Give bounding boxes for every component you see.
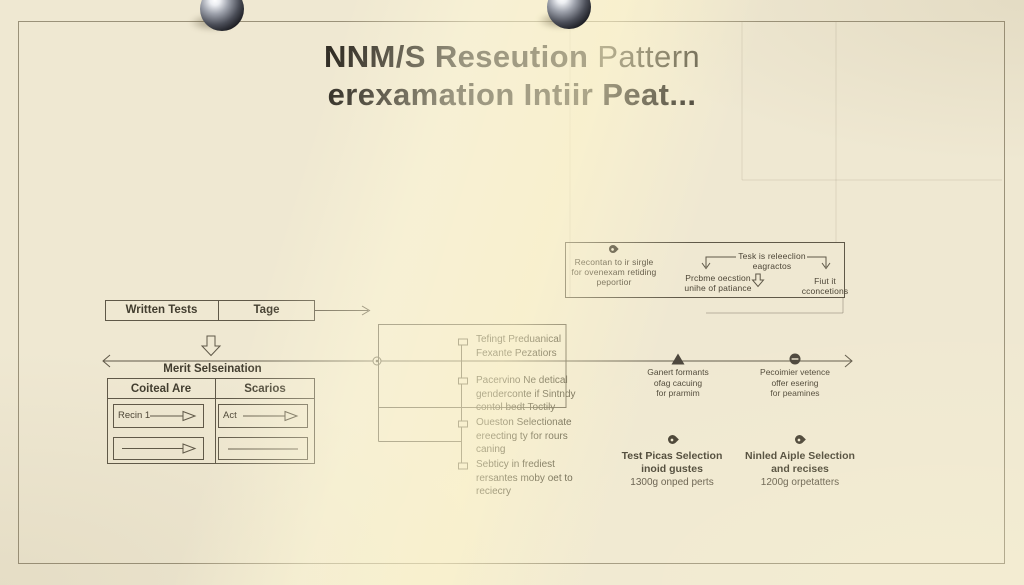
- bottom-note-1-line3: 1300g onped perts: [630, 477, 714, 488]
- title-light: Pattern: [597, 39, 701, 74]
- cell-written-tests: Written Tests: [125, 304, 198, 316]
- checklist-item-4: Sebticy in frediest rersantes moby oet t…: [476, 459, 573, 497]
- bottom-note-2-line3: 1200g orpetatters: [760, 477, 840, 488]
- bottom-note-2-line2: and recises: [771, 463, 829, 475]
- cell-tage: Tage: [253, 304, 280, 316]
- page-title: NNM/S Reseution Pattern erexamation Inti…: [112, 38, 912, 114]
- bottom-note-1-line1: Test Picas Selection: [621, 450, 723, 462]
- title-line-2: erexamation Intiir Peat...: [327, 77, 697, 112]
- table-row1-right-label: Act: [223, 410, 237, 421]
- timeline-label-2: Pecoimier vetence offer esering for peam…: [760, 367, 830, 398]
- bottom-note-2-line1: Ninled Aiple Selection: [745, 450, 855, 462]
- checklist-tick-2: [458, 377, 468, 385]
- title-strong: NNM/S Reseution: [323, 39, 589, 74]
- down-arrow-icon: [200, 335, 222, 357]
- note-fix: Fiut it cconcetions: [801, 276, 849, 296]
- table-header-coiteal: Coiteal Are: [130, 383, 192, 395]
- triangle-marker-icon: [671, 353, 685, 365]
- note-recontan: Recontan to ir sirgle for ovenexam retid…: [571, 257, 657, 287]
- checklist-item-2: Pacervino Ne detical genderconte if Sint…: [476, 375, 576, 413]
- table-header-scarios: Scarios: [244, 383, 286, 395]
- bottom-note-1-line2: inoid gustes: [641, 463, 703, 475]
- timeline-label-1: Ganert formants ofag cacuing for prarmim: [647, 367, 709, 398]
- merit-label: Merit Selseination: [163, 363, 262, 375]
- note-problem: Prcbme oecstion unihe of patiance: [684, 273, 752, 293]
- bottom-note-1: Test Picas Selection inoid gustes 1300g …: [602, 450, 742, 489]
- checklist-tick-4: [458, 462, 468, 470]
- faint-connector: [706, 297, 844, 314]
- table-row1-left-label: Recin 1: [118, 410, 151, 421]
- checklist-item-1: Tefingt Preduanical Fexante Pezatiors: [476, 334, 562, 359]
- checklist-item-3: Oueston Selectionate ereecting ty for ro…: [476, 417, 572, 455]
- title-line-1: NNM/S Reseution Pattern: [112, 38, 912, 76]
- note-task: Tesk is releeclion eagractos: [738, 251, 806, 271]
- checklist-tick-1: [458, 338, 468, 346]
- bottom-note-2: Ninled Aiple Selection and recises 1200g…: [730, 450, 870, 489]
- checklist-tick-3: [458, 420, 468, 428]
